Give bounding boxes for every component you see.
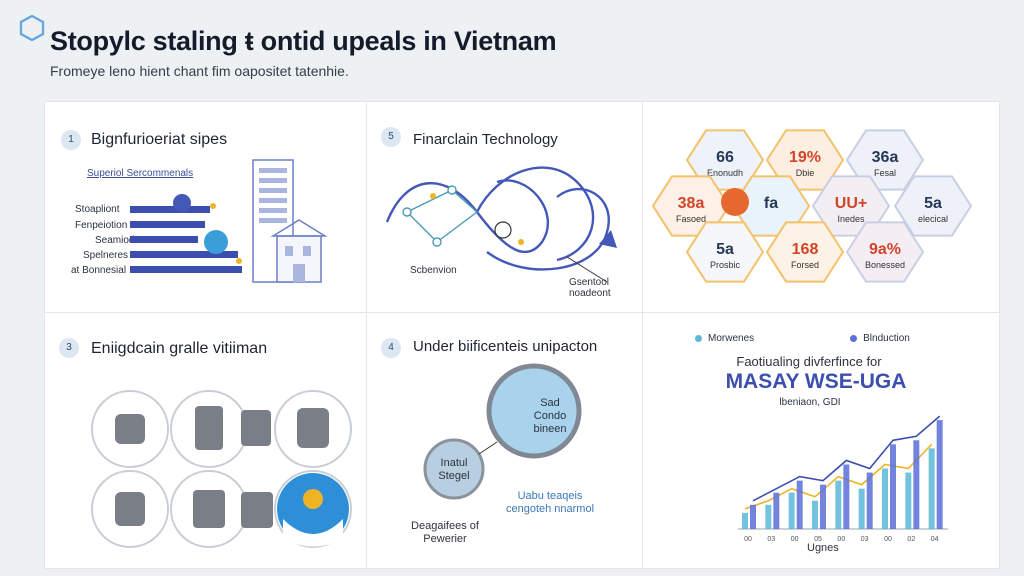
hexagon-label: Inedes: [837, 214, 865, 224]
hexagon-cell: UU+ Inedes: [811, 175, 891, 237]
tick-label: 02: [907, 536, 915, 543]
page-title: Stopylc staling ŧ ontid upeals in Vietna…: [50, 26, 557, 56]
bar: [742, 512, 748, 529]
bar: [905, 472, 912, 529]
hexagon-value: 5a: [716, 241, 734, 258]
impact-caption-left: Deagaifees of Pewerier: [411, 520, 479, 545]
tick-label: 00: [744, 536, 752, 543]
bar-label: at Bonnesial: [71, 265, 127, 276]
bar: [835, 480, 842, 529]
section-1-label: Superiol Sercommenals: [87, 168, 194, 179]
tick-label: 03: [767, 536, 775, 543]
infographic-panel: 1 Bignfurioeriat sipes Superiol Sercomme…: [44, 101, 1000, 569]
bar: [750, 504, 756, 529]
hexagon-logo-icon: [19, 14, 45, 42]
hexagon-value: 168: [792, 241, 819, 258]
hexagon-label: Forsed: [791, 260, 819, 270]
vietnam-icons-grid: [91, 390, 352, 548]
hexagon-label: Prosbic: [710, 260, 741, 270]
hexagon-value: 19%: [789, 149, 821, 166]
hexagon-cell: 5a elecical: [893, 175, 973, 237]
network-caption-left: Scbenvion: [410, 265, 457, 276]
section-2-title: Finarclain Technology: [413, 131, 558, 148]
tick-label: 00: [837, 536, 845, 543]
section-4-title: Under biificenteis unipacton: [413, 338, 598, 355]
hexagon-label: Dbie: [796, 168, 815, 178]
hexagon-label: Fesal: [874, 168, 896, 178]
section-3-badge: 3: [59, 338, 79, 358]
hexagon-label: Bonessed: [865, 260, 905, 270]
hexagon-cell: 9a% Bonessed: [845, 221, 925, 283]
bar: [866, 472, 873, 529]
section-2-badge: 5: [381, 127, 401, 147]
hexagon-value: fa: [764, 195, 778, 212]
bar: [796, 480, 803, 529]
section-4-badge: 4: [381, 338, 401, 358]
bar: [882, 468, 888, 529]
bar: [765, 504, 772, 529]
bar: [843, 464, 850, 529]
legend-item: Blnduction: [850, 333, 910, 344]
hexagon-value: 38a: [678, 195, 705, 212]
tick-label: 03: [861, 536, 869, 543]
chart-legend: Morwenes Blnduction: [695, 333, 910, 344]
bar: [913, 440, 920, 529]
bar: [788, 492, 795, 529]
hexagon-value: 36a: [872, 149, 899, 166]
bar-label: Fenpeiotion: [75, 220, 128, 231]
page-subtitle: Fromeye leno hient chant fim oapositet t…: [50, 63, 349, 79]
x-axis-label: Ugnes: [807, 542, 839, 554]
section-3-title: Eniigdcain gralle vitiiman: [91, 340, 268, 357]
impact-circles: [423, 363, 582, 500]
chart-header-big: MASAY WSE-UGA: [725, 370, 907, 393]
tick-label: 04: [931, 536, 939, 543]
hexagon-value: 9a%: [869, 241, 901, 258]
bar: [928, 448, 935, 529]
bar-chart: 00 03 00 05 00 03 00 02 04: [738, 415, 948, 543]
tick-label: 05: [814, 536, 822, 543]
bar: [820, 484, 826, 529]
tick-label: 00: [884, 536, 892, 543]
bar-label: Spelneres: [83, 250, 129, 261]
impact-caption: Uabu teaqeis cengoteh nnarmol: [505, 490, 595, 515]
chart-header-line: Faotiualing divferfince for: [736, 354, 882, 369]
bar: [936, 420, 943, 529]
hexagon-value: 66: [716, 149, 734, 166]
chart-header-sub: lbeniaon, GDI: [779, 397, 841, 408]
hexagon-value: 5a: [924, 195, 942, 212]
bar: [812, 500, 818, 529]
series-line: [752, 415, 941, 502]
orange-dot-icon: [721, 188, 749, 216]
hexagon-label: Fasoed: [676, 214, 706, 224]
network-caption-right: Gsentool noadeont: [569, 277, 611, 299]
section-1-title: Bignfurioeriat sipes: [91, 131, 228, 148]
hexagon-label: Enonudh: [707, 168, 743, 178]
fintech-network-illustration: [385, 166, 617, 283]
bar-label: Seamiod: [95, 235, 135, 246]
small-circle-text: Inatul Stegel: [438, 457, 470, 482]
legend-item: Morwenes: [695, 333, 754, 344]
section-1-illustration: [130, 159, 328, 283]
hexagon-label: elecical: [918, 214, 948, 224]
bar: [773, 492, 780, 529]
section-1-badge: 1: [61, 130, 81, 150]
bar: [890, 444, 896, 529]
hexagon-value: UU+: [835, 195, 867, 212]
tick-label: 00: [791, 536, 799, 543]
bar-label: Stoapliont: [75, 204, 120, 215]
big-circle-text: Sad Condo bineen: [533, 397, 567, 435]
bar: [858, 488, 865, 529]
